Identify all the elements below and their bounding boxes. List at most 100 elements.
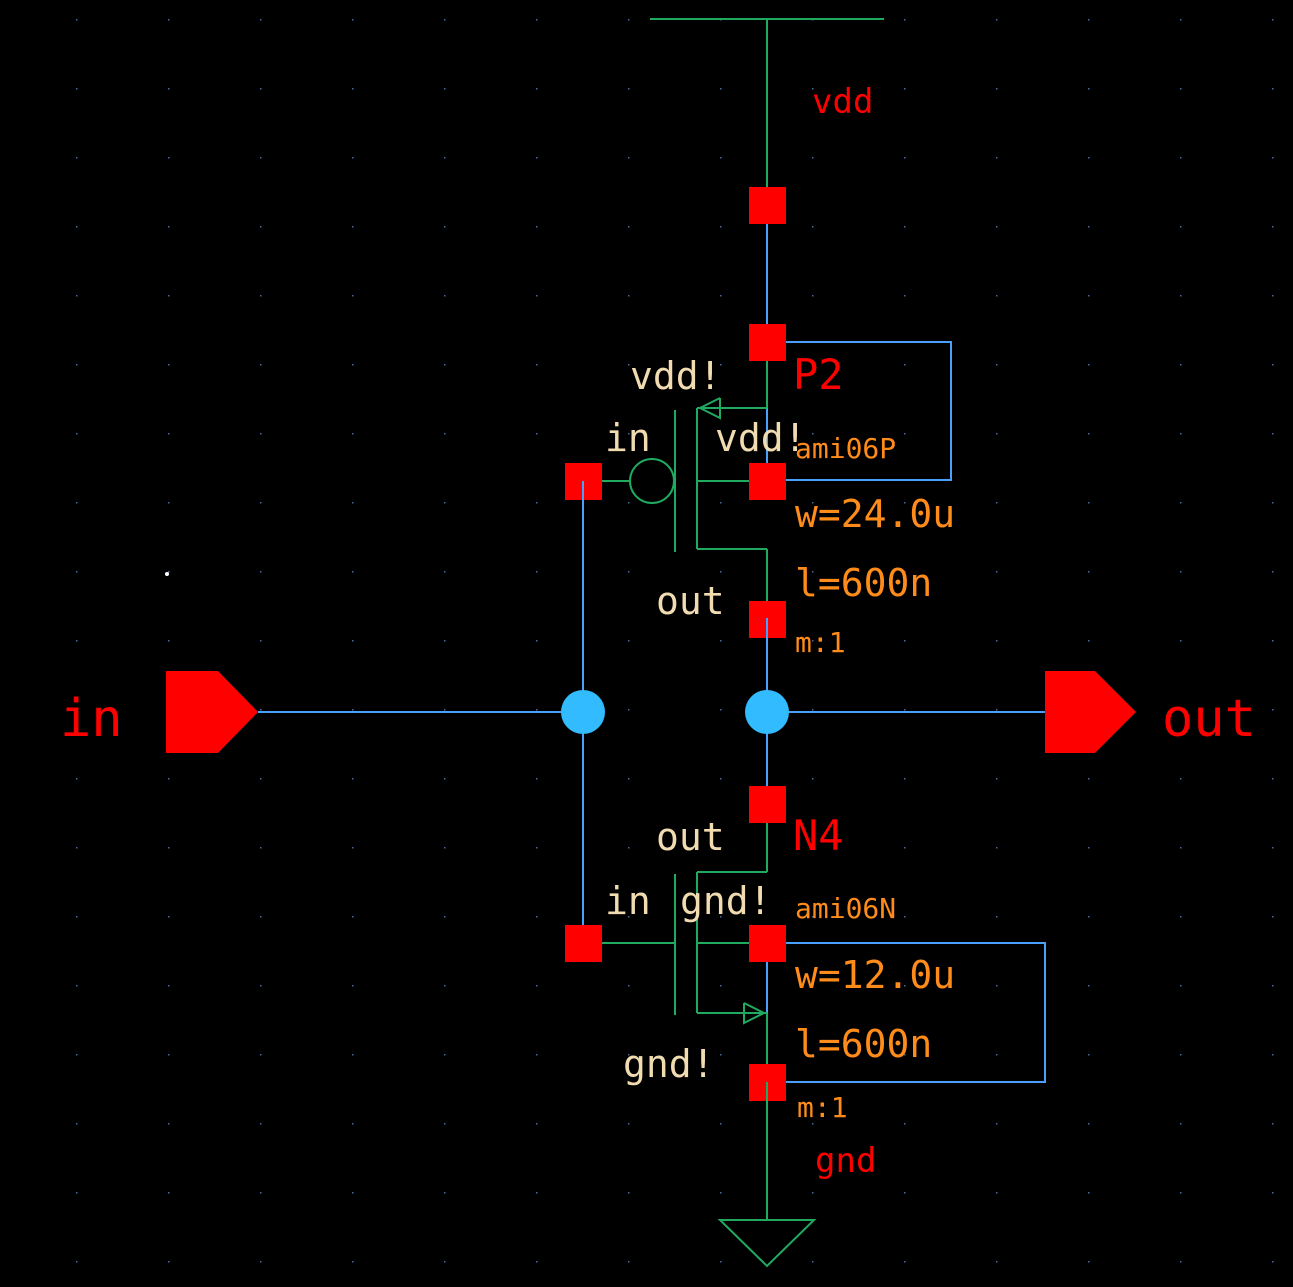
input-port-icon[interactable]: [166, 671, 258, 753]
grid-dot: [76, 1261, 78, 1263]
grid-dot: [812, 1123, 814, 1125]
grid-dot: [720, 571, 722, 573]
grid-dot: [352, 502, 354, 504]
nmos-bulk-pin[interactable]: [749, 925, 786, 962]
grid-dot: [720, 364, 722, 366]
grid-dot: [1272, 433, 1274, 435]
grid-dot: [260, 295, 262, 297]
grid-dot: [1088, 502, 1090, 504]
grid-dot: [1088, 226, 1090, 228]
grid-dot: [1088, 88, 1090, 90]
grid-dot: [352, 433, 354, 435]
grid-dot: [1088, 19, 1090, 21]
vdd-supply-symbol[interactable]: [650, 18, 884, 205]
grid-dot: [352, 847, 354, 849]
grid-dot: [1180, 226, 1182, 228]
grid-dot: [1272, 295, 1274, 297]
grid-dot: [996, 1192, 998, 1194]
output-port-icon[interactable]: [1045, 671, 1136, 753]
pmos-transistor-p2[interactable]: [583, 341, 952, 618]
grid-dot: [536, 778, 538, 780]
grid-dot: [720, 226, 722, 228]
grid-dot: [444, 19, 446, 21]
grid-dot: [1180, 157, 1182, 159]
grid-dot: [76, 433, 78, 435]
nmos-instance-label: N4: [793, 811, 844, 860]
grid-dot: [260, 571, 262, 573]
grid-dot: [812, 88, 814, 90]
grid-dot: [1272, 1261, 1274, 1263]
grid-dot: [904, 295, 906, 297]
grid-dot: [260, 1123, 262, 1125]
grid-dot: [1272, 1054, 1274, 1056]
grid-dot: [444, 1054, 446, 1056]
grid-dot: [904, 1192, 906, 1194]
grid-dot: [536, 985, 538, 987]
grid-dot: [628, 640, 630, 642]
grid-dot: [904, 502, 906, 504]
grid-dot: [628, 916, 630, 918]
grid-dot: [1272, 226, 1274, 228]
grid-dot: [1272, 571, 1274, 573]
grid-dot: [720, 88, 722, 90]
grid-dot: [904, 985, 906, 987]
grid-dot: [260, 226, 262, 228]
grid-dot: [812, 709, 814, 711]
grid-dot: [76, 226, 78, 228]
grid-dot: [444, 847, 446, 849]
grid-dot: [996, 88, 998, 90]
grid-dot: [812, 1054, 814, 1056]
grid-dot: [904, 433, 906, 435]
grid-dot: [168, 1054, 170, 1056]
grid-dot: [996, 847, 998, 849]
grid-dot: [76, 88, 78, 90]
nmos-transistor-n4[interactable]: [583, 803, 1046, 1083]
grid-dot: [1088, 1192, 1090, 1194]
grid-dot: [628, 1123, 630, 1125]
pmos-gate-pin-label: in: [605, 416, 651, 460]
grid-dot: [260, 985, 262, 987]
grid-dot: [260, 1054, 262, 1056]
nmos-drain-pin[interactable]: [749, 786, 786, 823]
pmos-selection-box: [766, 341, 952, 481]
grid-dot: [444, 433, 446, 435]
grid-dot: [812, 571, 814, 573]
grid-dot: [812, 295, 814, 297]
pmos-bulk-pin[interactable]: [749, 463, 786, 500]
input-net-junction[interactable]: [561, 690, 605, 734]
grid-dot: [536, 1054, 538, 1056]
grid-dot: [260, 1261, 262, 1263]
grid-dot: [168, 364, 170, 366]
pmos-source-pin[interactable]: [749, 324, 786, 361]
vdd-supply-pin[interactable]: [749, 187, 786, 224]
grid-dot: [904, 847, 906, 849]
grid-dot: [1180, 1054, 1182, 1056]
grid-dot: [260, 157, 262, 159]
grid-dot: [1272, 778, 1274, 780]
grid-dot: [352, 226, 354, 228]
grid-dot: [904, 364, 906, 366]
grid-dot: [628, 502, 630, 504]
nmos-gate-pin-label: in: [605, 879, 651, 923]
grid-dot: [720, 433, 722, 435]
gnd-net-label: gnd: [815, 1141, 876, 1181]
grid-dot: [628, 364, 630, 366]
grid-dot: [352, 916, 354, 918]
grid-dot: [536, 88, 538, 90]
nmos-gate-pin[interactable]: [565, 925, 602, 962]
ground-icon[interactable]: [717, 1219, 817, 1268]
grid-dot: [76, 1054, 78, 1056]
grid-dot: [260, 88, 262, 90]
output-net-junction[interactable]: [745, 690, 789, 734]
grid-dot: [812, 502, 814, 504]
grid-dot: [444, 157, 446, 159]
grid-dot: [720, 916, 722, 918]
grid-dot: [720, 157, 722, 159]
cursor-marker: [165, 572, 169, 576]
grid-dot: [1180, 19, 1182, 21]
grid-dot: [812, 364, 814, 366]
grid-dot: [1088, 1261, 1090, 1263]
grid-dot: [812, 640, 814, 642]
grid-dot: [76, 847, 78, 849]
